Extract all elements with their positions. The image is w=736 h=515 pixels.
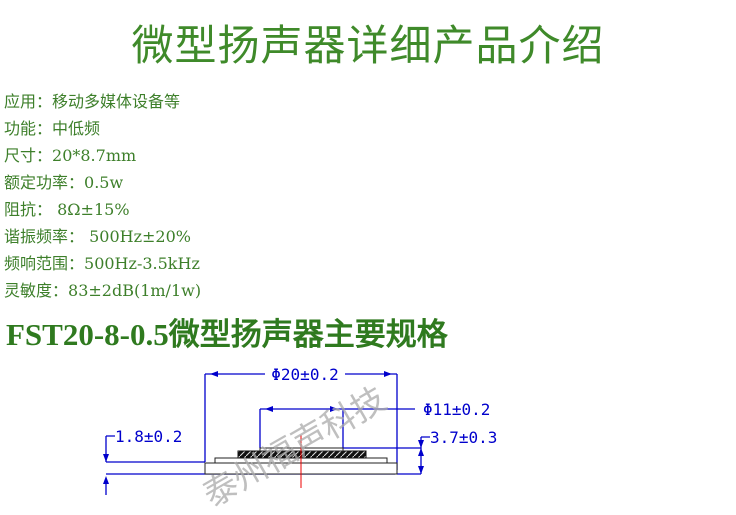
- spec-resonance: 谐振频率： 500Hz±20%: [4, 223, 201, 250]
- spec-value: 移动多媒体设备等: [52, 92, 181, 111]
- spec-sensitivity: 灵敏度：83±2dB(1m/1w): [4, 277, 201, 304]
- dimension-lines: [105, 373, 430, 495]
- spec-power: 额定功率：0.5w: [4, 169, 201, 196]
- spec-function: 功能：中低频: [4, 115, 201, 142]
- spec-value: 中低频: [52, 119, 101, 138]
- spec-label: 谐振频率：: [4, 227, 85, 246]
- spec-application: 应用：移动多媒体设备等: [4, 88, 201, 115]
- spec-size: 尺寸：20*8.7mm: [4, 142, 201, 169]
- spec-label: 功能：: [4, 119, 53, 138]
- spec-value: 0.5w: [84, 173, 124, 192]
- spec-label: 尺寸：: [4, 146, 53, 165]
- section-subtitle: FST20-8-0.5微型扬声器主要规格: [6, 317, 448, 352]
- inner-diameter-label: Φ11±0.2: [423, 400, 490, 419]
- spec-frequency-range: 频响范围：500Hz-3.5kHz: [4, 250, 201, 277]
- spec-value: 83±2dB(1m/1w): [68, 281, 202, 300]
- left-height-label: 1.8±0.2: [115, 427, 182, 446]
- spec-label: 阻抗：: [4, 200, 53, 219]
- spec-label: 灵敏度：: [4, 281, 69, 300]
- spec-value: 20*8.7mm: [52, 146, 137, 165]
- spec-impedance: 阻抗： 8Ω±15%: [4, 196, 201, 223]
- outer-diameter-label: Φ20±0.2: [271, 365, 338, 384]
- spec-label: 频响范围：: [4, 254, 85, 273]
- watermark: 泰州福声科技: [197, 379, 394, 515]
- spec-value: 500Hz±20%: [84, 227, 191, 246]
- spec-value: 8Ω±15%: [52, 200, 130, 219]
- spec-label: 应用：: [4, 92, 53, 111]
- page-title: 微型扬声器详细产品介绍: [131, 21, 605, 70]
- spec-label: 额定功率：: [4, 173, 85, 192]
- spec-value: 500Hz-3.5kHz: [84, 254, 200, 273]
- right-height-label: 3.7±0.3: [430, 428, 497, 447]
- spec-list: 应用：移动多媒体设备等 功能：中低频 尺寸：20*8.7mm 额定功率：0.5w…: [4, 88, 201, 304]
